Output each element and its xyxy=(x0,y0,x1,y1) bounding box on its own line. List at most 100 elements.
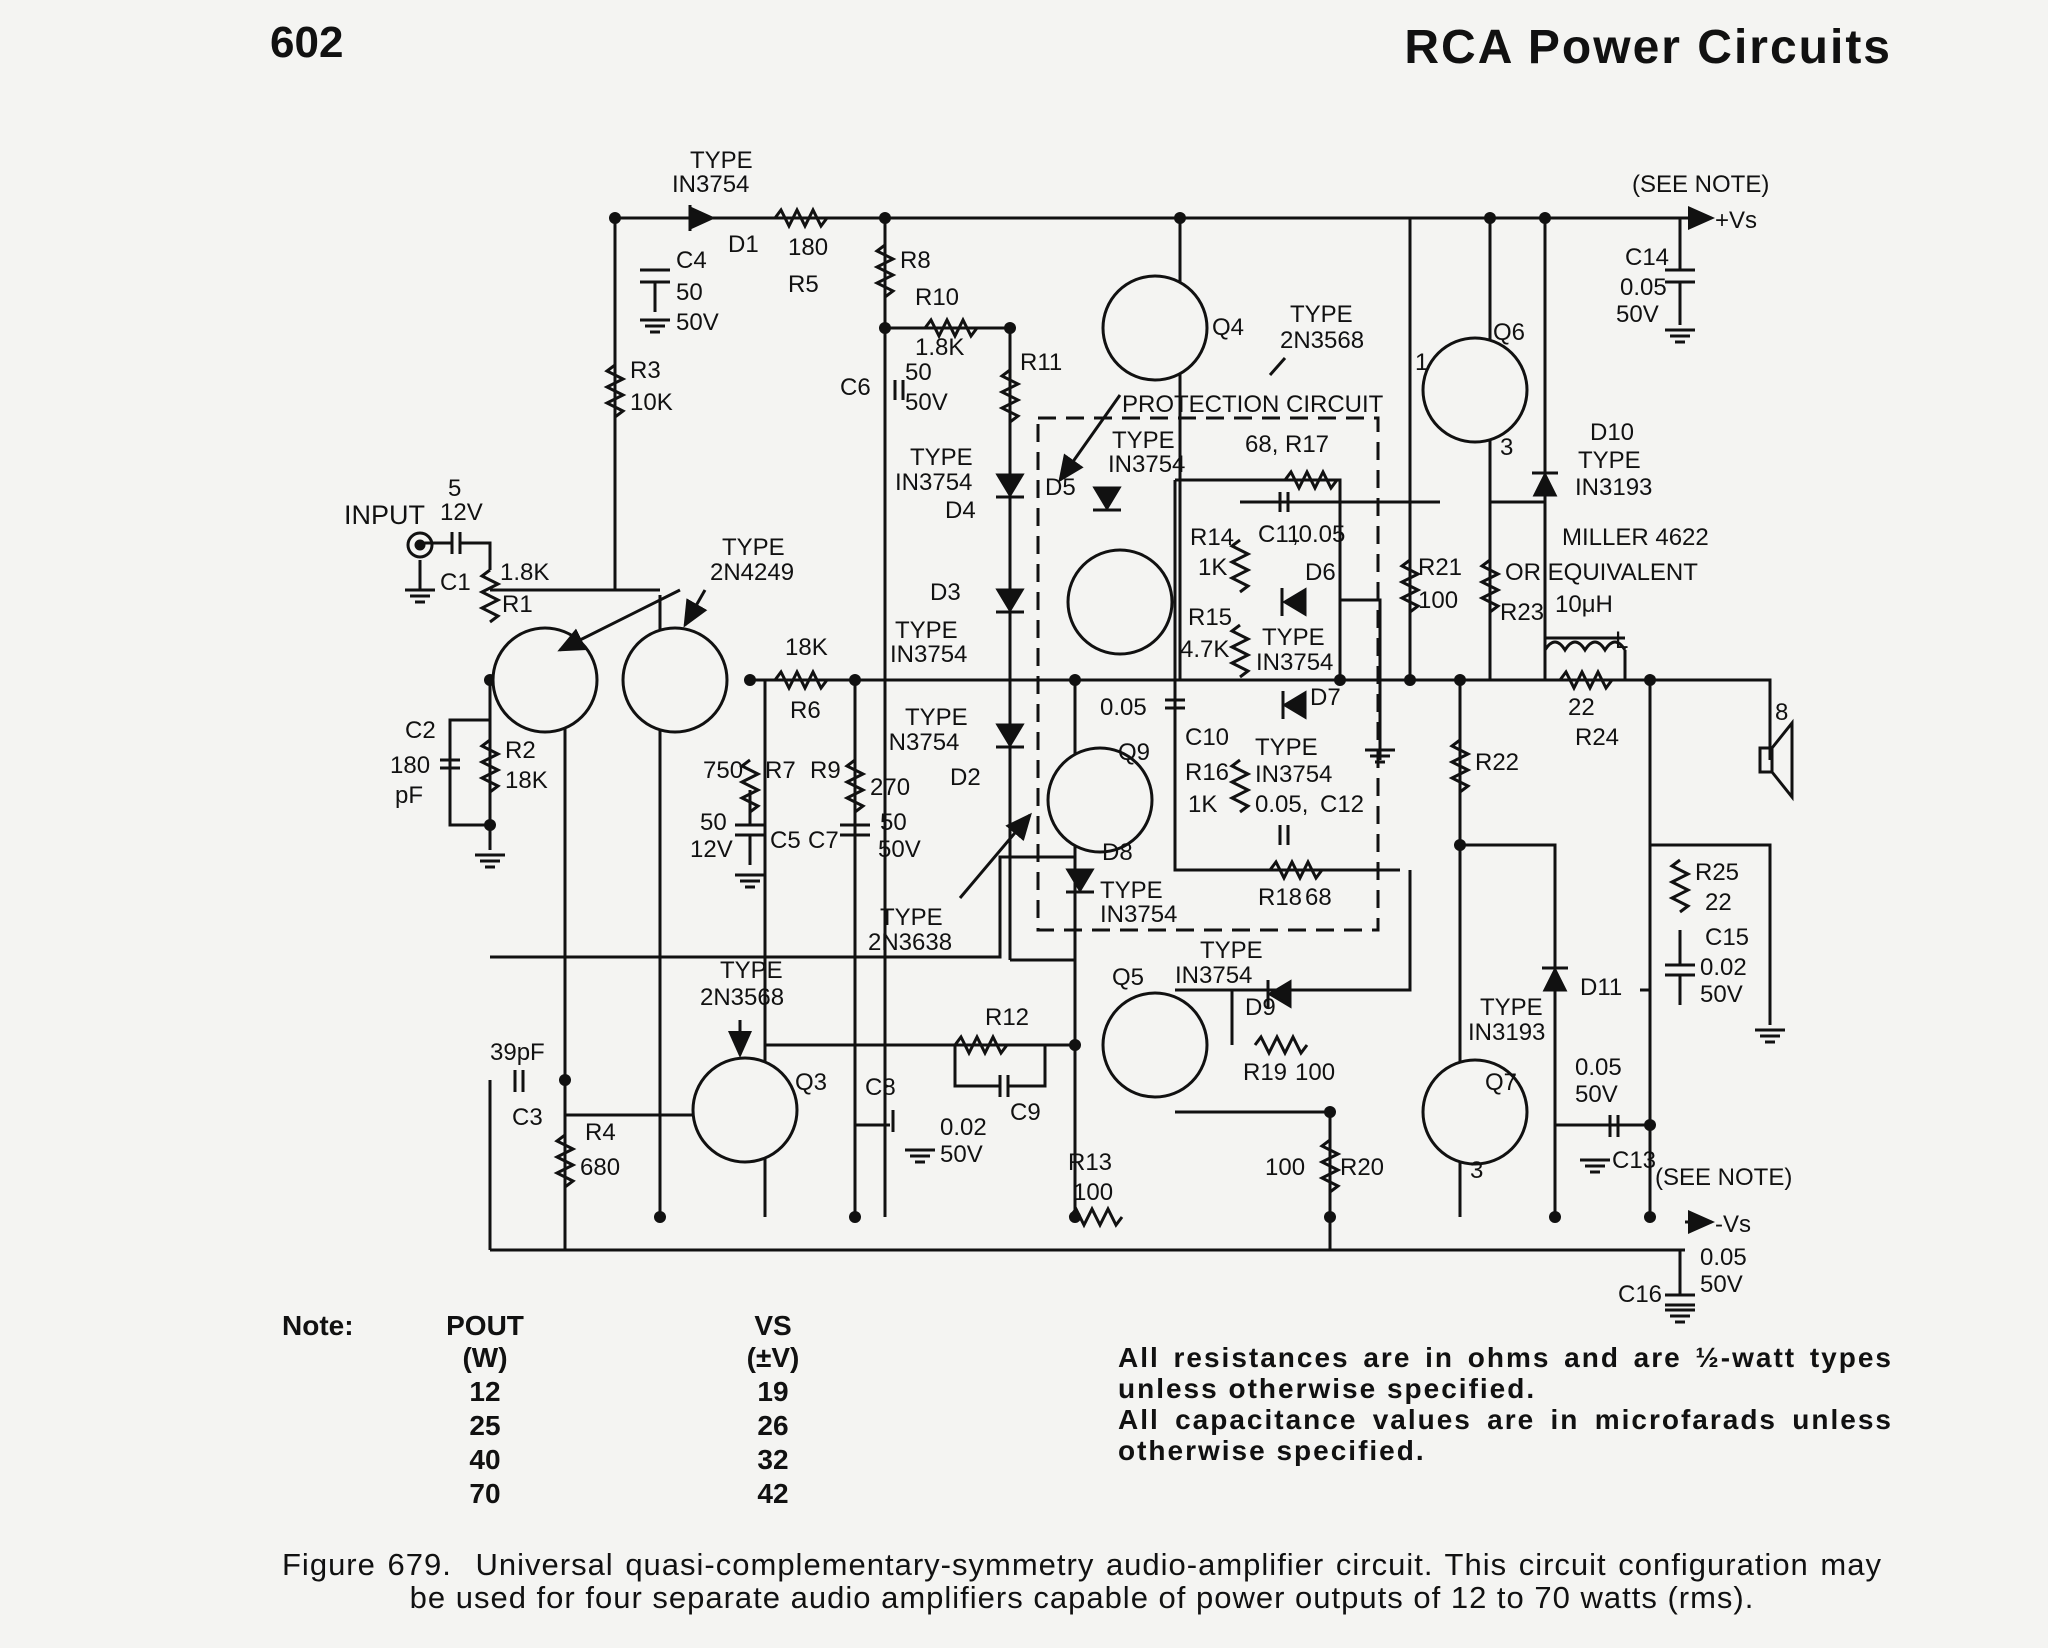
r19-value: 100 xyxy=(1295,1059,1335,1086)
pout-unit: (W) xyxy=(462,1342,508,1373)
d10-label: D10 xyxy=(1590,419,1634,446)
d5-type: IN3754 xyxy=(1108,451,1185,478)
pout-header: POUT xyxy=(446,1310,524,1341)
r2-label: R2 xyxy=(505,737,536,764)
d4-label: D4 xyxy=(945,497,976,524)
c2-capacitor-icon xyxy=(440,758,460,770)
q4-type: 2N3568 xyxy=(1280,327,1364,354)
r23-resistor-icon xyxy=(1478,558,1502,614)
ground-icon xyxy=(735,873,765,889)
c8-voltage: 50V xyxy=(940,1141,983,1168)
q7-transistor-icon xyxy=(1421,1058,1529,1166)
q6-label: Q6 xyxy=(1493,319,1525,346)
miller-label: MILLER 4622 xyxy=(1562,524,1709,551)
r3-value: 10K xyxy=(630,389,673,416)
r25-label: R25 xyxy=(1695,859,1739,886)
ground-icon xyxy=(1665,1308,1695,1324)
c5-capacitor-icon xyxy=(735,790,765,865)
c16-voltage: 50V xyxy=(1700,1271,1743,1298)
terminal-arrows xyxy=(557,206,1715,1234)
r9-value: 270 xyxy=(870,774,910,801)
q8-q9-type: 2N3638 xyxy=(868,929,952,956)
d7-label: D7 xyxy=(1310,684,1341,711)
inductor-icon xyxy=(1543,636,1627,680)
d6-type: IN3754 xyxy=(1256,649,1333,676)
d8-diode-icon xyxy=(1065,868,1095,894)
vs-value: 32 xyxy=(757,1444,789,1475)
ground-icon xyxy=(405,560,435,604)
r8-resistor-icon xyxy=(873,243,897,299)
pout-value: 12 xyxy=(469,1376,501,1407)
d2-label: D2 xyxy=(950,764,981,791)
vs-value: 42 xyxy=(757,1478,789,1509)
vs-column: VS (±V) 19 26 32 42 xyxy=(688,1310,858,1510)
d7-type: IN3754 xyxy=(1255,761,1332,788)
q5-transistor-icon xyxy=(1101,991,1209,1099)
c10-capacitor-icon xyxy=(1165,698,1185,710)
speaker-icon xyxy=(1758,718,1794,802)
c6-capacitor-icon xyxy=(893,380,905,400)
c8-capacitor-icon xyxy=(883,1110,895,1132)
r17-label: R17 xyxy=(1285,431,1329,458)
r10-value: 1.8K xyxy=(915,334,964,361)
speaker xyxy=(1758,718,1794,802)
c10-value: 0.05 xyxy=(1100,694,1147,721)
see-note-bottom: (SEE NOTE) xyxy=(1655,1164,1792,1191)
c2-unit: pF xyxy=(395,782,423,809)
r14-label: R14 xyxy=(1190,524,1234,551)
c4-label: C4 xyxy=(676,247,707,274)
l-value: 10μH xyxy=(1555,591,1613,618)
d1-type-label: TYPE xyxy=(690,147,753,174)
r18-label: R18 xyxy=(1258,884,1302,911)
c1-label: C1 xyxy=(440,569,471,596)
r7-resistor-icon xyxy=(738,758,762,814)
d4-type-label: TYPE xyxy=(910,444,973,471)
c14-value: 0.05 xyxy=(1620,274,1667,301)
r16-value: 1K xyxy=(1188,791,1217,818)
d3-diode-icon xyxy=(995,588,1025,614)
r23-label: R23 xyxy=(1500,599,1544,626)
input-label: INPUT xyxy=(344,500,425,530)
protection-circuit-label: PROTECTION CIRCUIT xyxy=(1122,391,1384,418)
r3-resistor-icon xyxy=(603,363,627,419)
d3-type-label: TYPE xyxy=(895,617,958,644)
q3-label: Q3 xyxy=(795,1069,827,1096)
protection-circuit-box xyxy=(1036,416,1380,932)
c4-capacitor-icon xyxy=(640,268,670,312)
d11-diode-icon xyxy=(1542,966,1568,992)
r10-resistor-icon xyxy=(923,316,979,340)
pout-value: 40 xyxy=(469,1444,501,1475)
q2-transistor-icon xyxy=(621,626,729,734)
r19-resistor-icon xyxy=(1253,1033,1309,1057)
c6-voltage: 50V xyxy=(905,389,948,416)
r21-label: R21 xyxy=(1418,554,1462,581)
r19-label: R19 xyxy=(1243,1059,1287,1086)
d2-type: IN3754 xyxy=(882,729,959,756)
q6-pin1: 1 xyxy=(1415,349,1428,376)
d1-type: IN3754 xyxy=(672,171,749,198)
d6-diode-icon xyxy=(1280,587,1307,617)
d11-label: D11 xyxy=(1580,974,1622,1001)
c5-value: 50 xyxy=(700,809,727,836)
c8-label: C8 xyxy=(865,1074,896,1101)
r16-label: R16 xyxy=(1185,759,1229,786)
c13-voltage: 50V xyxy=(1575,1081,1618,1108)
r2-resistor-icon xyxy=(478,738,502,794)
q3-transistor-icon xyxy=(691,1056,799,1164)
running-title: RCA Power Circuits xyxy=(1404,21,1892,74)
r18-value: 68 xyxy=(1305,884,1332,911)
input-jack-icon xyxy=(406,531,434,559)
vs-unit: (±V) xyxy=(746,1342,800,1373)
d5-diode-icon xyxy=(1092,486,1122,512)
d9-type: IN3754 xyxy=(1175,962,1252,989)
d4-type: IN3754 xyxy=(895,469,972,496)
c13-capacitor-icon xyxy=(1590,1115,1650,1137)
r25-resistor-icon xyxy=(1668,858,1692,914)
r12-resistor-icon xyxy=(953,1033,1009,1057)
r21-resistor-icon xyxy=(1398,558,1422,614)
r15-label: R15 xyxy=(1188,604,1232,631)
r15-resistor-icon xyxy=(1228,623,1252,679)
r24-value: 22 xyxy=(1568,694,1595,721)
resistance-remark: All resistances are in ohms and are ½-wa… xyxy=(1118,1342,1893,1404)
r20-resistor-icon xyxy=(1318,1138,1342,1194)
